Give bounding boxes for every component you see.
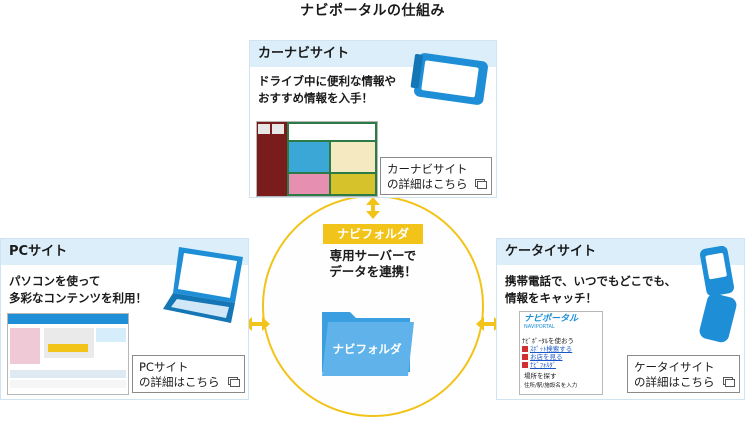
keitai-screen-item-1[interactable]: ｽﾎﾟｯﾄ検索する [530, 345, 573, 353]
external-window-icon [475, 179, 487, 189]
keitai-link-line-2: の詳細はこちら [634, 375, 715, 389]
pc-panel: PCサイト パソコンを使って 多彩なコンテンツを利用！ PCサイト の詳細はこち… [0, 238, 249, 400]
pc-link-line-1: PCサイト [139, 360, 189, 374]
keitai-detail-link[interactable]: ケータイサイト の詳細はこちら [627, 355, 740, 393]
keitai-link-line-1: ケータイサイト [634, 360, 715, 374]
carnavi-link-line-2: の詳細はこちら [387, 177, 468, 191]
folder-icon-label: ナビフォルダ [333, 342, 402, 356]
arrow-top [366, 197, 380, 219]
keitai-desc-line-1: 携帯電話で、いつでもどこでも、 [505, 274, 677, 288]
pc-desc-line-1: パソコンを使って [9, 274, 101, 288]
keitai-screenshot: ナビポータル NAVIPORTAL ﾅﾋﾞﾎﾟｰﾀﾙを使おう ｽﾎﾟｯﾄ検索する… [519, 311, 603, 395]
carnavi-desc-line-2: おすすめ情報を入手！ [258, 91, 373, 105]
carnavi-heading: カーナビサイト [250, 41, 496, 67]
carnavi-link-line-1: カーナビサイト [387, 162, 468, 176]
folder-icon: ナビフォルダ [322, 312, 414, 376]
external-window-icon [723, 377, 735, 387]
carnavi-description: ドライブ中に便利な情報や おすすめ情報を入手！ [258, 73, 396, 107]
carnavi-panel: カーナビサイト ドライブ中に便利な情報や おすすめ情報を入手！ カーナビサイト … [249, 40, 497, 198]
pc-screenshot [7, 313, 129, 395]
page-title: ナビポータルの仕組み [300, 3, 445, 19]
keitai-panel: ケータイサイト 携帯電話で、いつでもどこでも、 情報をキャッチ！ ナビポータル … [496, 238, 745, 400]
carnavi-detail-link[interactable]: カーナビサイト の詳細はこちら [380, 157, 492, 195]
keitai-desc-line-2: 情報をキャッチ！ [505, 291, 597, 305]
server-line-1: 専用サーバーで [329, 248, 417, 263]
pc-detail-link[interactable]: PCサイト の詳細はこちら [132, 355, 245, 393]
laptop-icon [163, 247, 243, 323]
server-line-2: データを連携！ [329, 264, 417, 279]
pc-desc-line-2: 多彩なコンテンツを利用！ [9, 291, 147, 305]
mobile-phone-icon [699, 245, 737, 343]
carnavi-screenshot [256, 121, 378, 197]
keitai-description: 携帯電話で、いつでもどこでも、 情報をキャッチ！ [505, 273, 676, 307]
keitai-screen-sub: NAVIPORTAL [524, 324, 555, 330]
keitai-screen-logo: ナビポータル [524, 314, 579, 324]
external-window-icon [228, 377, 240, 387]
pc-description: パソコンを使って 多彩なコンテンツを利用！ [9, 273, 147, 307]
carnavi-desc-line-1: ドライブ中に便利な情報や [258, 74, 396, 88]
pc-link-line-2: の詳細はこちら [139, 375, 220, 389]
car-navigation-device-icon [410, 53, 488, 105]
navi-folder-label: ナビフォルダ [323, 224, 423, 244]
keitai-screen-item-0: ﾅﾋﾞﾎﾟｰﾀﾙを使おう [522, 337, 574, 345]
keitai-screen-item-3[interactable]: ﾅﾋﾞﾌｫﾙﾀﾞ [530, 361, 556, 369]
keitai-screen-item-5: 住所/駅/施設名を入力 [524, 383, 578, 389]
keitai-screen-item-4: 場所を探す [524, 372, 557, 380]
server-description: 専用サーバーで データを連携！ [303, 248, 443, 280]
keitai-screen-item-2[interactable]: お店を見る [530, 353, 563, 361]
